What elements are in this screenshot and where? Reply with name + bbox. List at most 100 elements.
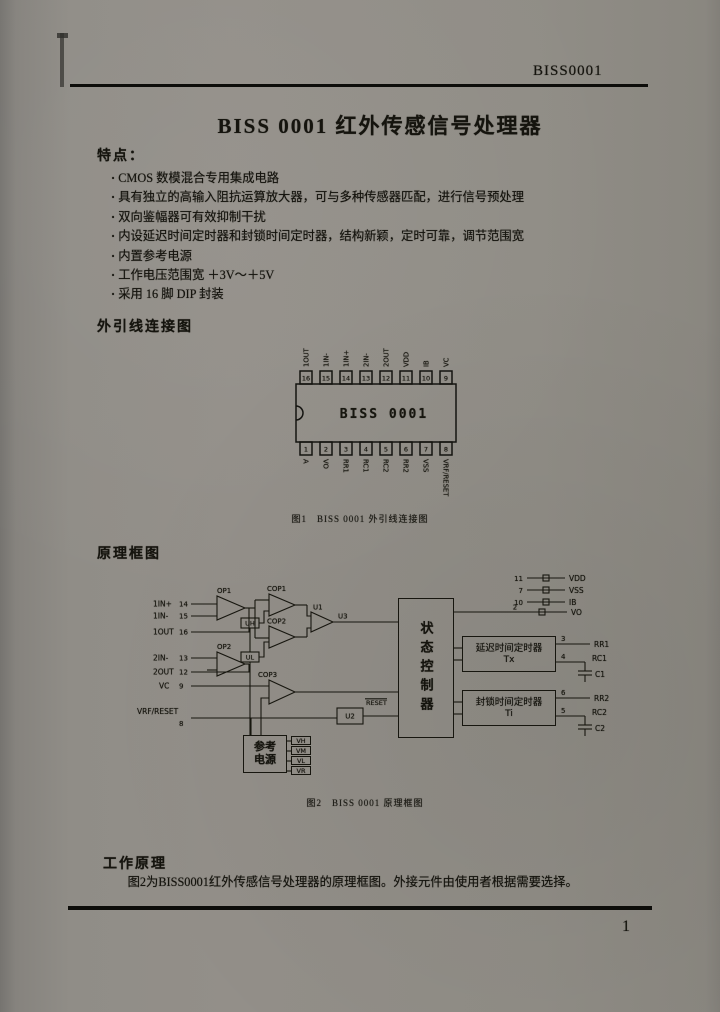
pin-number: 3 xyxy=(344,446,348,454)
feature-item: 具有独立的高输入阻抗运算放大器，可与多种传感器匹配，进行信号预处理 xyxy=(111,188,621,207)
ul-box xyxy=(240,651,260,663)
delay-timer-symbol: Tx xyxy=(503,654,515,665)
block-diagram-heading: 原理框图 xyxy=(97,547,161,562)
pin-number: 11 xyxy=(402,375,410,383)
vo-pin-num: 2 xyxy=(513,604,517,612)
page-number: 1 xyxy=(622,918,630,935)
c2-label: C2 xyxy=(595,724,605,733)
reference-supply-line1: 参考 xyxy=(254,741,276,753)
cop3-triangle xyxy=(268,679,297,705)
pin-label: IB xyxy=(423,360,431,367)
u1-label: U1 xyxy=(313,604,323,612)
wiring xyxy=(191,574,592,772)
blocking-timer-block: 封锁时间定时器 Ti xyxy=(462,690,556,726)
feature-item: 双向鉴幅器可有效抑制干扰 xyxy=(111,208,621,227)
pin-label: 2IN- xyxy=(363,353,371,367)
chip-part-number: BISS 0001 xyxy=(340,407,428,422)
reset-signal-label: RESET xyxy=(366,699,387,707)
footer-rule xyxy=(68,906,652,910)
block-diagram: 1IN+ 14 1IN- 15 1OUT 16 2IN- 13 2OUT 12 … xyxy=(95,568,647,792)
ul-label: UL xyxy=(246,654,255,662)
pin-number: 4 xyxy=(364,446,368,454)
figure2-caption: 图2 BISS 0001 原理框图 xyxy=(306,798,424,808)
pin-label: 1IN- xyxy=(323,353,331,367)
pin-label: RR2 xyxy=(402,459,410,473)
pin-number: 14 xyxy=(342,375,350,383)
rr1-pin-label: RR1 xyxy=(594,640,609,649)
pin-number: 6 xyxy=(404,446,408,454)
cop2-triangle xyxy=(268,625,297,649)
cop2-label: COP2 xyxy=(267,618,286,626)
principle-paragraph: 图2为BISS0001红外传感信号处理器的原理框图。外接元件由使用者根据需要选择… xyxy=(127,875,578,889)
pin-number: 15 xyxy=(322,375,330,383)
pin-label: VDD xyxy=(403,352,411,367)
vl-ref-box: VL xyxy=(291,756,311,765)
pin-label: RC1 xyxy=(362,459,370,472)
page-header: BISS0001 xyxy=(533,63,603,79)
pin-label-1out: 1OUT xyxy=(153,628,174,637)
pin-label: RR1 xyxy=(342,459,350,473)
pin-label: 1IN+ xyxy=(343,350,351,367)
features-heading: 特点： xyxy=(97,149,145,164)
scan-corner-tick xyxy=(57,33,68,38)
delay-timer-block: 延迟时间定时器 Tx xyxy=(462,636,556,672)
pin-label: RC2 xyxy=(382,459,390,472)
c1-label: C1 xyxy=(595,670,605,679)
pin-label-2inn: 2IN- xyxy=(153,654,169,663)
pin-label-2out: 2OUT xyxy=(153,668,174,677)
pin-label: VO xyxy=(322,459,330,469)
vo-pin-label: VO xyxy=(571,608,582,617)
pin-label-vrf: VRF/RESET xyxy=(137,707,179,716)
delay-timer-label: 延迟时间定时器 xyxy=(475,643,543,654)
pin-label: VSS xyxy=(422,459,430,472)
feature-item: 内置参考电源 xyxy=(111,247,621,266)
uh-label: UH xyxy=(245,620,255,628)
pin-label: A xyxy=(302,459,310,464)
pin-number: 2 xyxy=(324,446,328,454)
uh-box xyxy=(240,617,260,629)
rc2-pin-num: 5 xyxy=(561,707,565,715)
pin-number: 12 xyxy=(382,375,390,383)
ib-pin-num: 10 xyxy=(514,599,523,607)
vh-ref-box: VH xyxy=(291,736,311,745)
pin-num-1inp: 14 xyxy=(179,601,188,609)
pin-label: VRF/RESET xyxy=(442,459,450,497)
block-diagram-svg: 1IN+ 14 1IN- 15 1OUT 16 2IN- 13 2OUT 12 … xyxy=(137,574,609,772)
ib-pin-label: IB xyxy=(569,598,576,607)
pin-number: 10 xyxy=(422,375,430,383)
chip-notch xyxy=(295,405,304,421)
feature-item: 采用 16 脚 DIP 封装 xyxy=(111,285,621,304)
pin-number: 5 xyxy=(384,446,388,454)
rr2-pin-num: 6 xyxy=(561,689,566,697)
header-rule xyxy=(70,84,648,87)
op2-label: OP2 xyxy=(217,643,231,651)
page-title: BISS 0001 红外传感信号处理器 xyxy=(217,114,543,138)
state-controller-block: 状态控制器 xyxy=(398,598,454,738)
vm-ref-box: VM xyxy=(291,746,311,755)
scan-edge-mark xyxy=(60,33,64,87)
pin-label-vc: VC xyxy=(159,682,169,691)
pin-label: 1OUT xyxy=(303,347,311,367)
vss-pin-label: VSS xyxy=(569,586,584,595)
figure1-caption: 图1 BISS 0001 外引线连接图 xyxy=(291,514,429,524)
blocking-timer-label: 封锁时间定时器 xyxy=(475,697,543,708)
cop3-label: COP3 xyxy=(258,671,277,679)
u2-box xyxy=(336,707,364,725)
rr2-pin-label: RR2 xyxy=(594,694,609,703)
op1-label: OP1 xyxy=(217,587,231,595)
features-list: CMOS 数模混合专用集成电路 具有独立的高输入阻抗运算放大器，可与多种传感器匹… xyxy=(111,169,621,305)
vdd-pin-label: VDD xyxy=(569,574,586,583)
pin-label: 2OUT xyxy=(383,347,391,367)
chip-outline xyxy=(295,370,457,456)
pin-label: VC xyxy=(443,357,451,367)
rc2-pin-label: RC2 xyxy=(592,708,607,717)
pin-num-vrf: 8 xyxy=(179,720,183,728)
rc1-pin-label: RC1 xyxy=(592,654,607,663)
pin-number: 13 xyxy=(362,375,370,383)
pin-number: 16 xyxy=(302,375,310,383)
blocking-timer-symbol: Ti xyxy=(505,708,513,719)
pin-number: 7 xyxy=(424,446,428,454)
cop1-triangle xyxy=(268,593,297,617)
pin-num-2inn: 13 xyxy=(179,655,188,663)
